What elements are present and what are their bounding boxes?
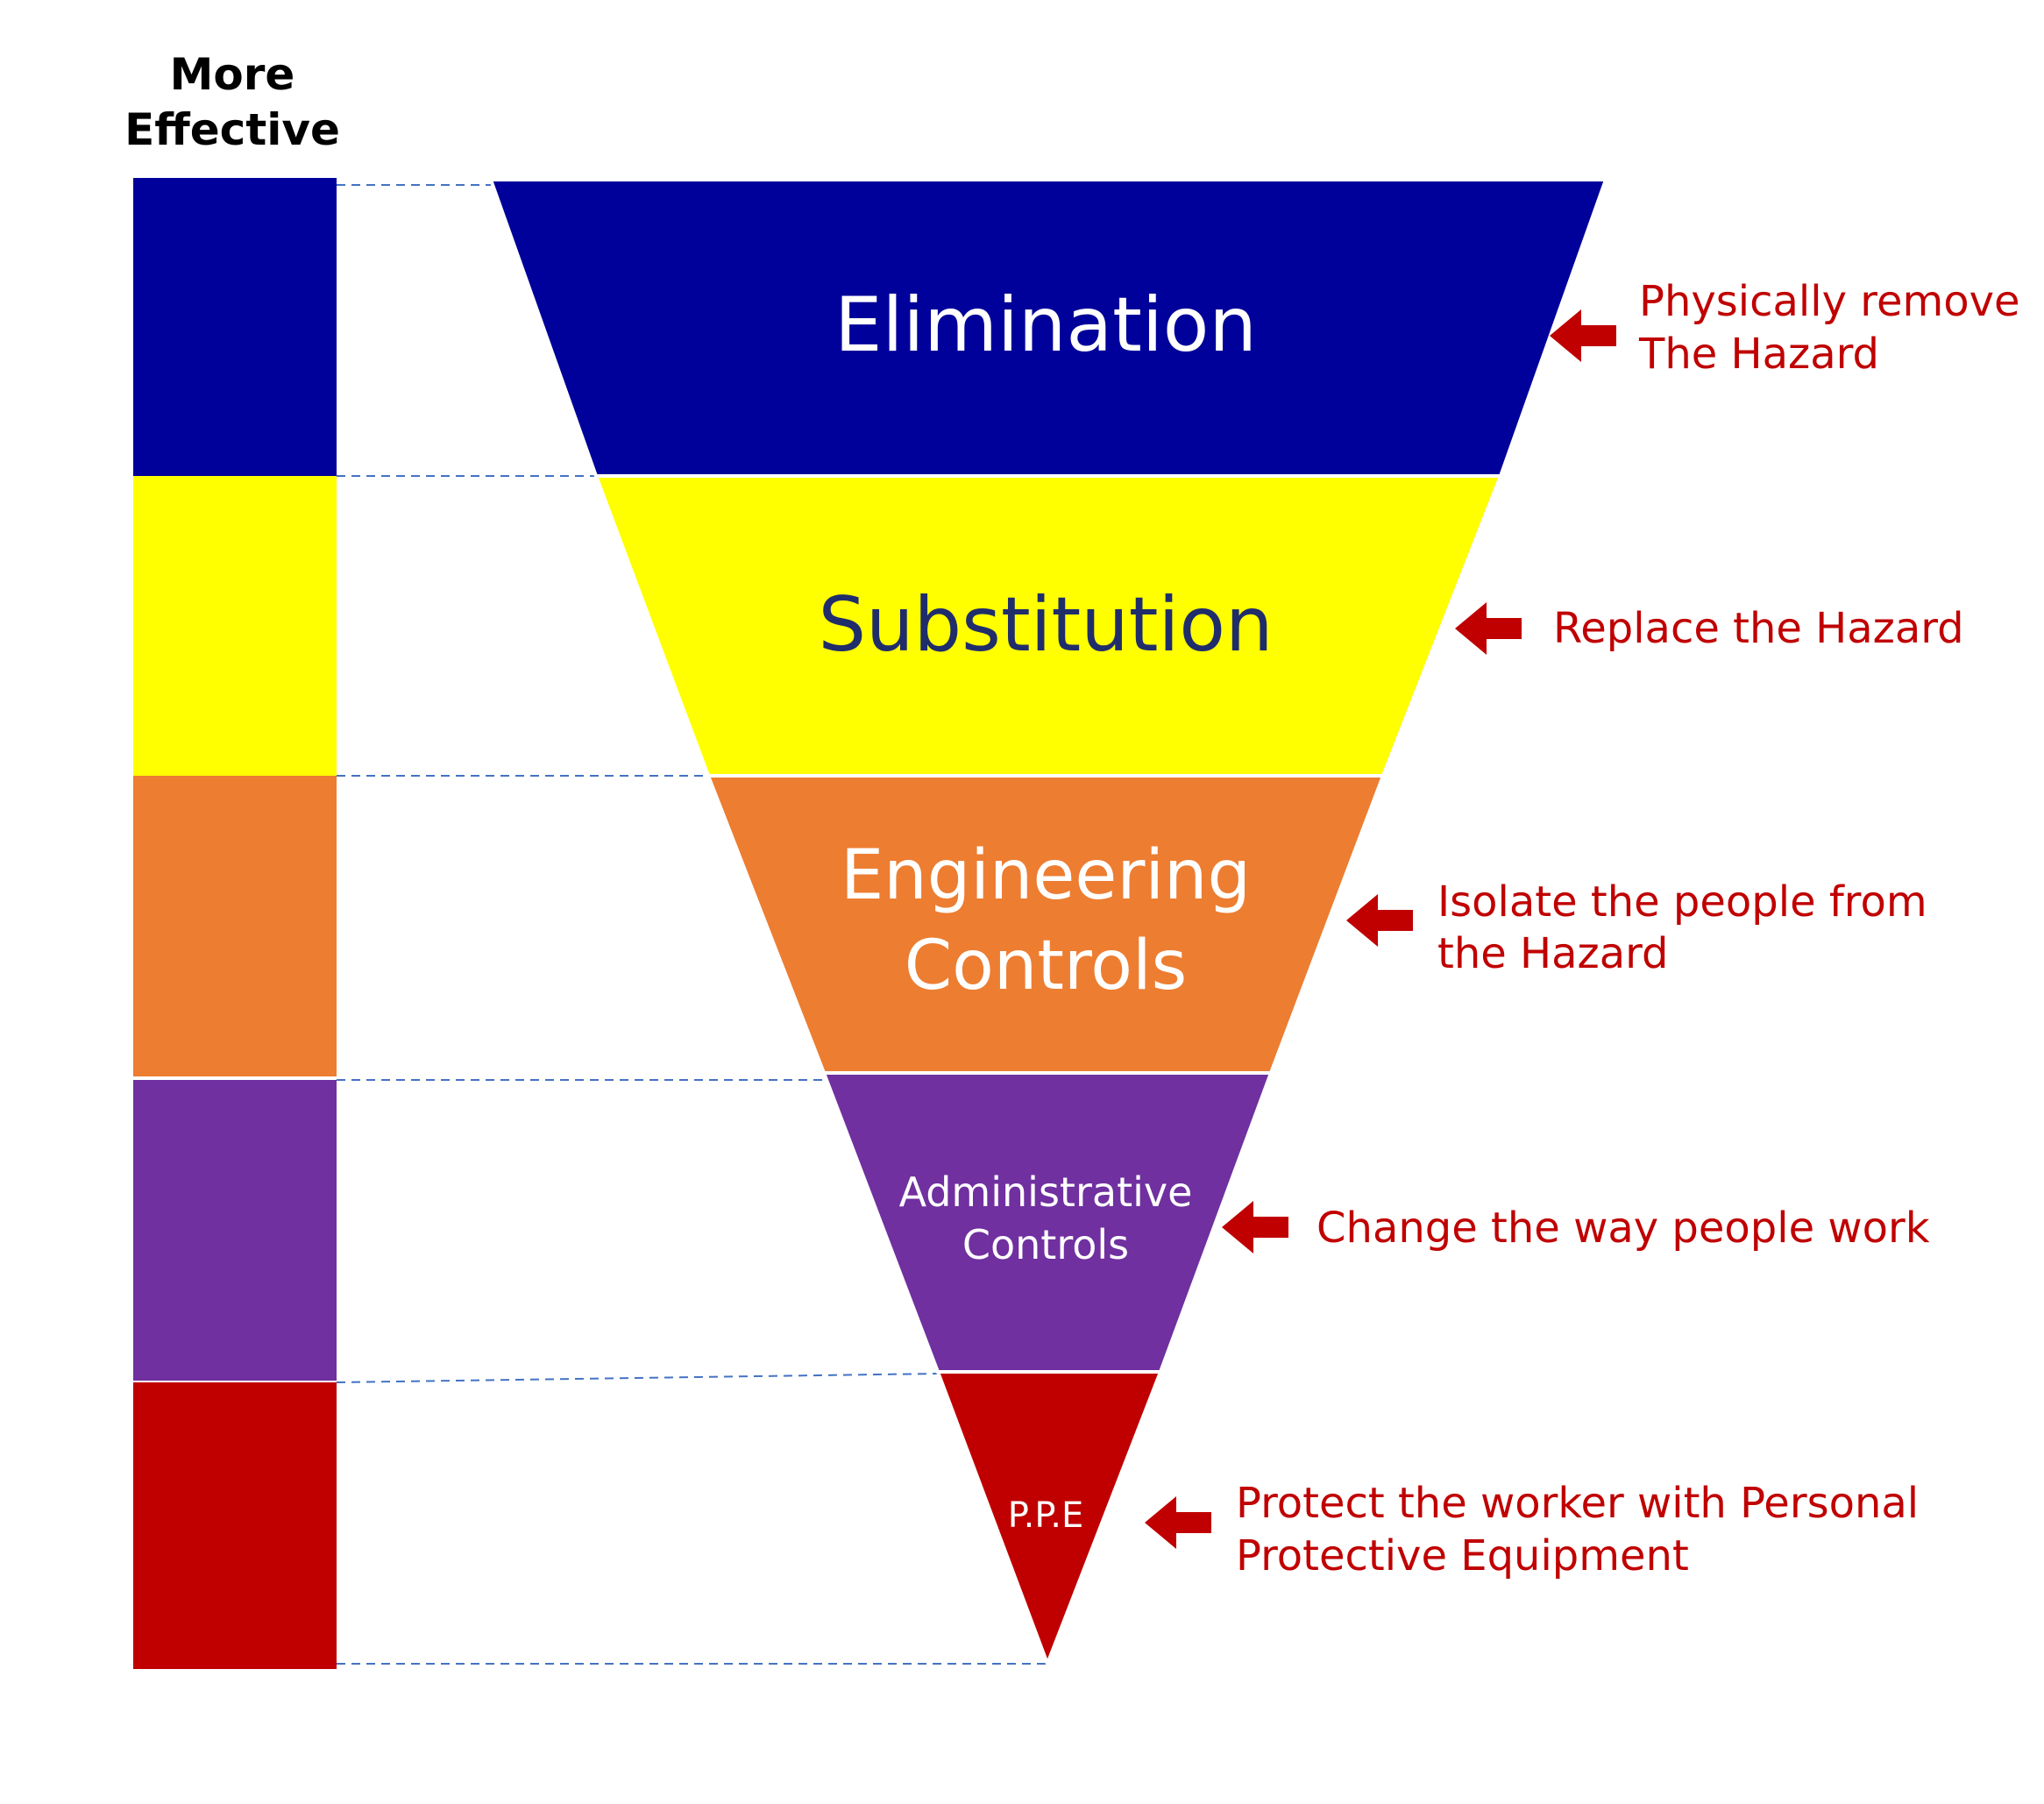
bar-level-1 <box>133 178 337 476</box>
effectiveness-bar <box>133 178 337 1669</box>
label-engineering-line2: Controls <box>905 927 1188 1005</box>
label-substitution: Substitution <box>818 581 1273 669</box>
left-arrow-icon <box>1550 309 1616 362</box>
bar-level-5 <box>133 1382 337 1669</box>
bar-level-2 <box>133 476 337 776</box>
description-ppe-line2: Protective Equipment <box>1236 1531 1689 1580</box>
segment-ppe <box>935 1370 1163 1669</box>
description-substitution: Replace the Hazard <box>1553 604 1964 653</box>
top-label-line2: Effective <box>124 104 340 155</box>
segment-engineering-controls <box>706 774 1386 1075</box>
inverted-pyramid <box>488 178 1608 1669</box>
top-label-line1: More <box>170 49 295 100</box>
description-administrative: Change the way people work <box>1317 1204 1930 1253</box>
description-elimination-line1: Physically remove <box>1639 277 2020 326</box>
left-arrow-icon <box>1346 894 1413 947</box>
label-elimination: Elimination <box>834 281 1257 369</box>
left-arrow-icon <box>1455 602 1522 655</box>
arrows <box>1145 309 1616 1549</box>
dashed-connectors <box>336 184 1047 1665</box>
label-ppe: P.P.E <box>1008 1495 1083 1536</box>
description-engineering-line2: the Hazard <box>1437 929 1669 978</box>
description-engineering-line1: Isolate the people from <box>1437 877 1927 927</box>
description-elimination-line2: The Hazard <box>1638 330 1879 379</box>
bar-level-3 <box>133 776 337 1076</box>
label-administrative-line2: Controls <box>962 1221 1129 1268</box>
label-engineering-line1: Engineering <box>841 836 1251 915</box>
label-administrative-line1: Administrative <box>899 1168 1193 1216</box>
description-ppe-line1: Protect the worker with Personal <box>1236 1479 1919 1528</box>
left-arrow-icon <box>1222 1201 1288 1254</box>
left-arrow-icon <box>1145 1496 1211 1549</box>
bar-level-4 <box>133 1080 337 1381</box>
dashed-connector <box>336 1373 939 1383</box>
